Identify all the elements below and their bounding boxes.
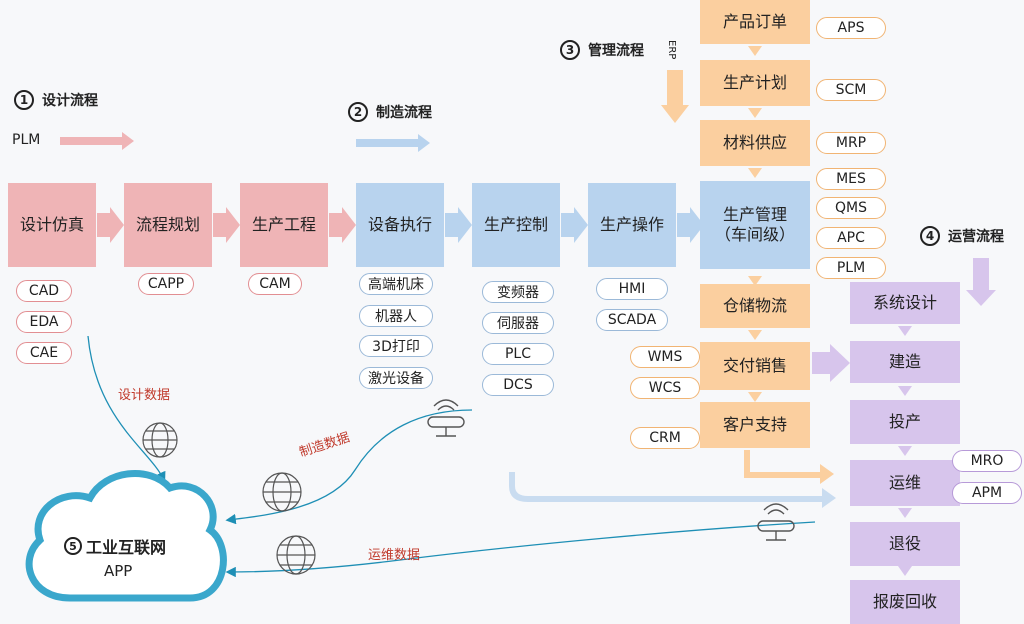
tag-eda: EDA [16,311,72,333]
management-flow-heading: 3 管理流程 [560,40,644,60]
erp-label: ERP [666,40,677,60]
build-box: 建造 [850,341,960,383]
tag-scm: SCM [816,79,886,101]
tag-inverter: 变频器 [482,281,554,303]
manufacture-flow-heading: 2 制造流程 [348,102,432,122]
tag-apm: APM [952,482,1022,504]
tag-cam: CAM [248,273,302,295]
tag-scada: SCADA [596,309,668,331]
plm-label: PLM [12,132,41,148]
operation-data-label: 运维数据 [368,548,421,563]
tag-dcs: DCS [482,374,554,396]
product-order-box: 产品订单 [700,0,810,44]
cloud-title: 5 工业互联网 [64,534,166,558]
tag-plc: PLC [482,343,554,365]
tag-apc: APC [816,227,886,249]
tag-laser: 激光设备 [359,367,433,389]
production-eng-box: 生产工程 [240,183,328,267]
tag-3d-print: 3D打印 [359,335,433,357]
commissioning-box: 投产 [850,400,960,444]
tag-qms: QMS [816,197,886,219]
router-icon [427,399,795,541]
design-data-label: 设计数据 [118,388,171,403]
delivery-sales-box: 交付销售 [700,342,810,390]
operation-arrow [966,258,996,306]
cloud-subtitle: APP [104,562,133,580]
warehouse-box: 仓储物流 [700,284,810,328]
material-supply-box: 材料供应 [700,120,810,166]
tag-machine-tool: 高端机床 [359,273,433,295]
tag-servo: 伺服器 [482,312,554,334]
tag-mes: MES [816,168,886,190]
tag-cae: CAE [16,342,72,364]
tag-wms: WMS [630,346,700,368]
equipment-exec-box: 设备执行 [356,183,444,267]
process-plan-box: 流程规划 [124,183,212,267]
sales-to-build-arrow [812,344,850,382]
operation-maintenance-box: 运维 [850,460,960,506]
design-flow-heading: 1 设计流程 [14,90,98,110]
customer-support-box: 客户支持 [700,402,810,448]
tag-hmi: HMI [596,278,668,300]
tag-robot: 机器人 [359,305,433,327]
operation-flow-heading: 4 运营流程 [920,226,1004,246]
tag-aps: APS [816,17,886,39]
tag-mrp: MRP [816,132,886,154]
tag-mro: MRO [952,450,1022,472]
production-plan-box: 生产计划 [700,60,810,106]
scrap-recycle-box: 报废回收 [850,580,960,624]
globe-icon [142,422,316,575]
tag-wcs: WCS [630,377,700,399]
system-design-box: 系统设计 [850,282,960,324]
production-management-box: 生产管理 （车间级） [700,181,810,269]
production-control-box: 生产控制 [472,183,560,267]
tag-crm: CRM [630,427,700,449]
cloud-shape [25,470,227,602]
decommission-box: 退役 [850,522,960,566]
tag-plm: PLM [816,257,886,279]
design-sim-box: 设计仿真 [8,183,96,267]
manufacture-arrow [356,134,430,152]
production-operation-box: 生产操作 [588,183,676,267]
tag-capp: CAPP [138,273,194,295]
tag-cad: CAD [16,280,72,302]
plm-arrow [60,132,134,150]
erp-arrow [661,70,689,123]
